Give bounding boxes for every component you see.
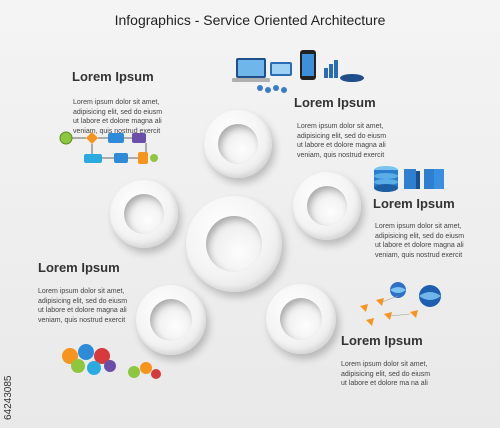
stock-id-watermark: 64243085: [3, 308, 17, 428]
block-heading-3: Lorem Ipsum: [373, 196, 455, 211]
block-text-1: Lorem ipsum dolor sit amet, adipisicing …: [73, 99, 163, 135]
ring-left: [110, 180, 178, 248]
ring-right-hole: [307, 186, 347, 226]
block-heading-4: Lorem Ipsum: [38, 260, 120, 275]
block-text-4: Lorem ipsum dolor sit amet, adipisicing …: [38, 288, 128, 324]
database-server-icon: [374, 166, 444, 192]
block-text-3: Lorem ipsum dolor sit amet, adipisicing …: [375, 223, 465, 259]
ring-top-hole: [218, 124, 258, 164]
block-heading-5: Lorem Ipsum: [341, 333, 423, 348]
ring-top: [204, 110, 272, 178]
globe-network-icon: [360, 282, 441, 326]
stock-id-text: 64243085: [3, 375, 14, 421]
block-text-2: Lorem ipsum dolor sit amet, adipisicing …: [297, 123, 387, 159]
flowchart-icon: [59, 131, 158, 164]
devices-network-icon: [232, 50, 364, 93]
ring-bottom-right-hole: [280, 298, 322, 340]
block-heading-2: Lorem Ipsum: [294, 95, 376, 110]
ring-bottom-left-hole: [150, 299, 192, 341]
ring-center-hole: [206, 216, 262, 272]
ring-left-hole: [124, 194, 164, 234]
ring-bottom-left: [136, 285, 206, 355]
block-text-5: Lorem ipsum dolor sit amet, adipisicing …: [341, 361, 431, 388]
ring-right: [293, 172, 361, 240]
ring-bottom-right: [266, 284, 336, 354]
ring-center: [186, 196, 282, 292]
infographic-title: Infographics - Service Oriented Architec…: [114, 12, 386, 28]
puzzle-gears-icon: [62, 344, 161, 379]
block-heading-1: Lorem Ipsum: [72, 69, 154, 84]
